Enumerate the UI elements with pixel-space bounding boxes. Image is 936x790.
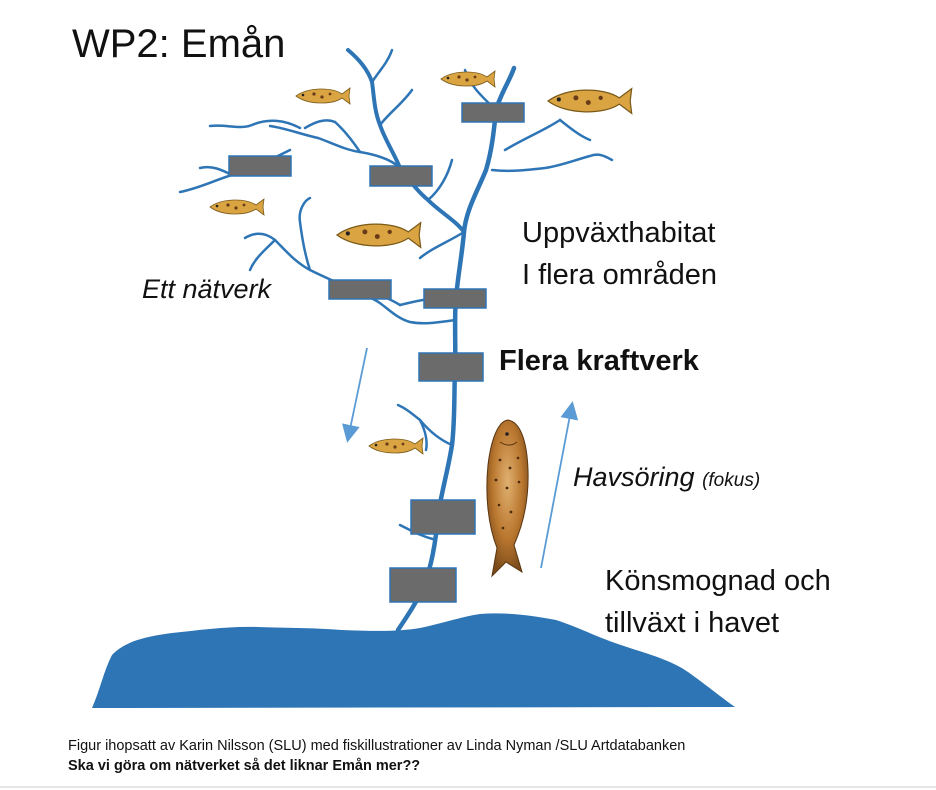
fish-icon bbox=[441, 71, 495, 87]
question-text: Ska vi göra om nätverket så det liknar E… bbox=[68, 758, 420, 774]
fish-icon bbox=[337, 223, 421, 248]
figure-caption: Figur ihopsatt av Karin Nilsson (SLU) me… bbox=[68, 738, 685, 754]
label-sea-trout-note: (fokus) bbox=[702, 470, 760, 491]
power-plant bbox=[411, 500, 475, 534]
fish-icon bbox=[296, 88, 350, 104]
bottom-divider bbox=[0, 786, 936, 788]
power-plant bbox=[419, 353, 483, 381]
label-maturity-line1: Könsmognad och bbox=[605, 560, 885, 602]
label-nursery-habitat-line1: Uppväxthabitat bbox=[522, 212, 782, 254]
fish-icon bbox=[210, 199, 264, 215]
label-maturity: Könsmognad och tillväxt i havet bbox=[605, 560, 885, 644]
power-plant bbox=[329, 280, 391, 299]
fish-icon bbox=[369, 438, 423, 454]
power-plant bbox=[229, 156, 291, 176]
power-plants bbox=[229, 103, 524, 602]
fish-icon bbox=[548, 89, 632, 114]
label-nursery-habitat-line2: I flera områden bbox=[522, 254, 782, 296]
power-plant bbox=[390, 568, 456, 602]
downstream-arrow bbox=[349, 348, 367, 434]
power-plant bbox=[424, 289, 486, 308]
label-power-plants: Flera kraftverk bbox=[499, 345, 699, 378]
label-sea-trout: Havsöring (fokus) bbox=[573, 462, 760, 493]
power-plant bbox=[370, 166, 432, 186]
label-nursery-habitat: Uppväxthabitat I flera områden bbox=[522, 212, 782, 296]
sea-trout-icon bbox=[487, 420, 528, 576]
upstream-arrow bbox=[541, 410, 571, 568]
label-sea-trout-name: Havsöring bbox=[573, 462, 695, 492]
label-network: Ett nätverk bbox=[142, 274, 271, 305]
label-maturity-line2: tillväxt i havet bbox=[605, 602, 885, 644]
slide-title: WP2: Emån bbox=[72, 22, 285, 67]
power-plant bbox=[462, 103, 524, 122]
